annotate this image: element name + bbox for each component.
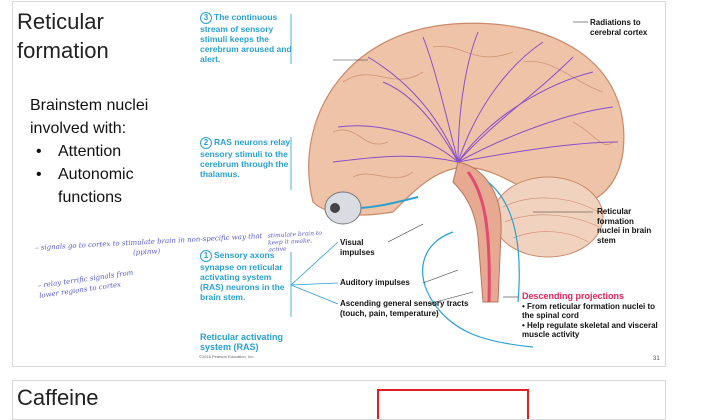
- slide-31[interactable]: Reticular formation Brainstem nuclei inv…: [12, 1, 666, 367]
- step-number: 3: [200, 12, 212, 24]
- bullet-intro: Brainstem nuclei involved with:: [30, 97, 149, 137]
- image-frame: [377, 389, 529, 419]
- label-radiations: Radiations to cerebral cortex: [590, 18, 648, 37]
- brainstem-shape: [452, 161, 502, 303]
- descending-title: Descending projections: [522, 291, 625, 301]
- slide-next[interactable]: Caffeine: [12, 380, 666, 420]
- copyright-text: ©2016 Pearson Education, Inc.: [199, 354, 255, 359]
- descending-item: • From reticular formation nuclei to the…: [522, 301, 656, 321]
- brain-illustration: [290, 14, 625, 348]
- cerebellum-shape: [492, 176, 604, 258]
- bullet-item: Attention: [36, 140, 180, 163]
- descending-block: Descending projections • From reticular …: [522, 291, 665, 340]
- slide-title: Caffeine: [17, 385, 99, 410]
- page-number: 31: [653, 356, 660, 362]
- label-nuclei: Reticular formation nuclei in brain stem: [597, 207, 652, 245]
- label-ascending: Ascending general sensory tracts (touch,…: [340, 299, 469, 318]
- ras-title: Reticular activating system (RAS): [200, 332, 284, 352]
- radiation-arrows: [332, 31, 619, 163]
- step-number: 1: [200, 250, 212, 262]
- slide-title: Reticular formation: [17, 9, 109, 63]
- step-number: 2: [200, 137, 212, 149]
- descending-item: • Help regulate skeletal and visceral mu…: [522, 320, 658, 340]
- label-auditory: Auditory impulses: [340, 278, 410, 287]
- bullet-list: Brainstem nuclei involved with: Attentio…: [30, 94, 180, 209]
- label-visual: Visual impulses: [340, 238, 375, 257]
- bullet-item: Autonomic functions: [36, 163, 180, 209]
